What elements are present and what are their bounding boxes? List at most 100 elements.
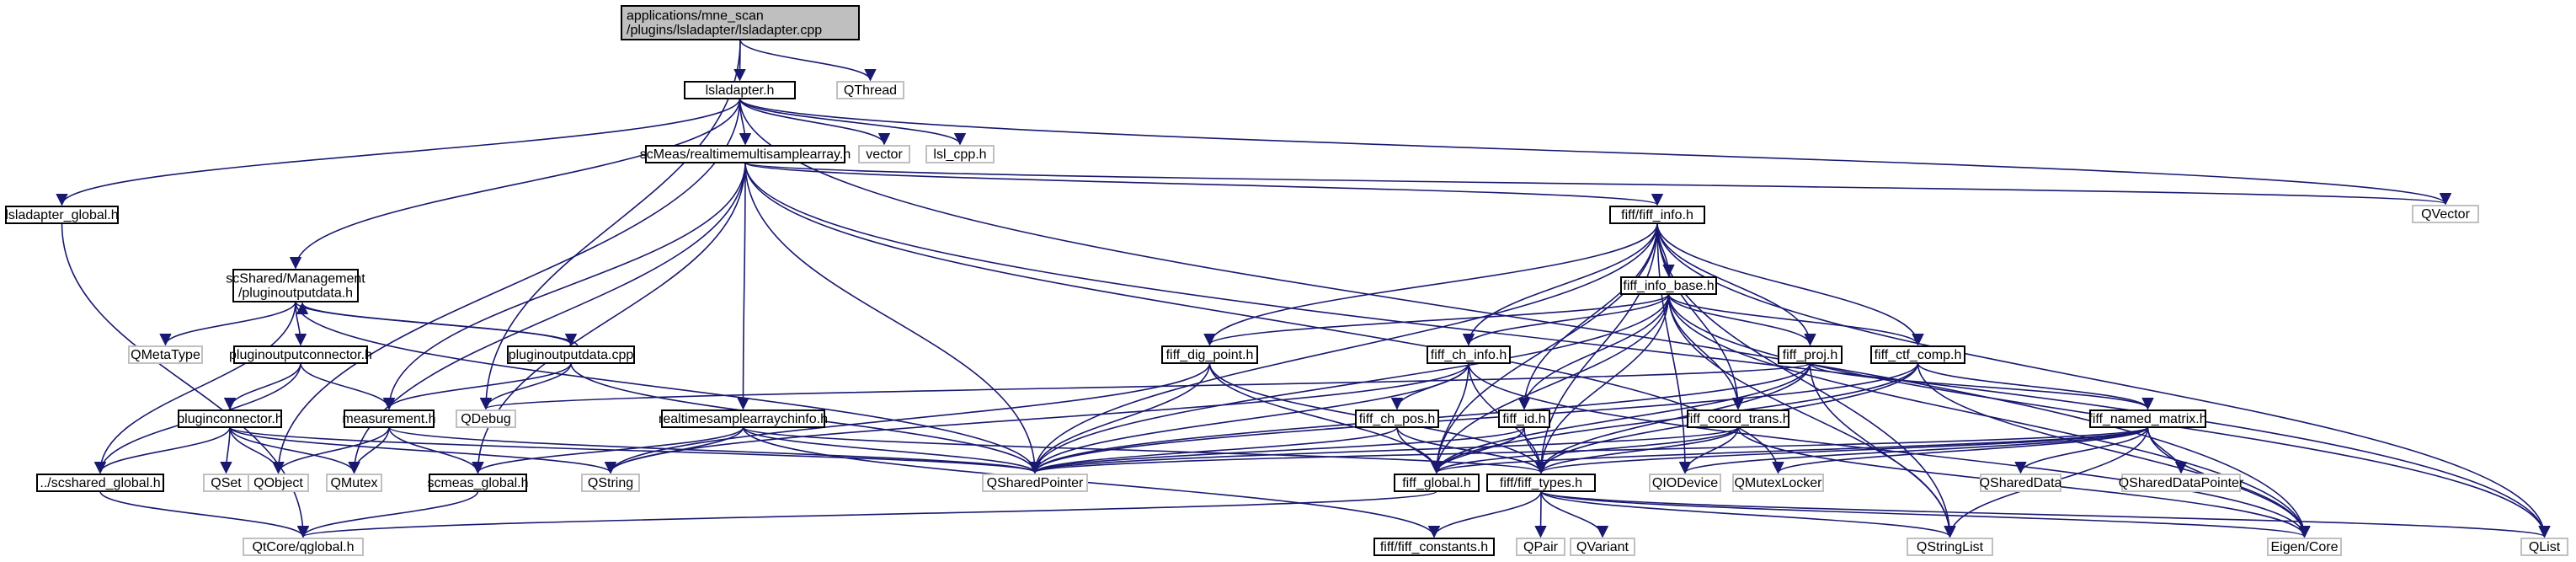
edge-scmeas-rtmsa-to-rtsa-chinfo xyxy=(737,162,749,410)
node-plugin-connector[interactable]: pluginconnector.h xyxy=(177,409,283,428)
node-label: QString xyxy=(588,476,633,490)
node-label: QVariant xyxy=(1576,540,1629,554)
node-qvariant: QVariant xyxy=(1570,538,1635,556)
edge-plugin-connector-to-qobject xyxy=(229,426,285,474)
node-fiff-ctf-comp[interactable]: fiff_ctf_comp.h xyxy=(1870,345,1965,364)
node-fiff-ch-pos[interactable]: fiff_ch_pos.h xyxy=(1355,409,1439,428)
node-fiff-proj[interactable]: fiff_proj.h xyxy=(1778,345,1843,364)
node-box xyxy=(1980,474,2061,492)
node-label: /plugins/lsladapter/lsladapter.cpp xyxy=(627,24,822,38)
node-box xyxy=(1620,276,1717,295)
node-box xyxy=(836,81,904,99)
node-label: vector xyxy=(866,147,903,162)
node-label: applications/mne_scan xyxy=(627,9,764,24)
edge-measurement-to-qmutex xyxy=(348,426,390,474)
node-fiff-coord-trans[interactable]: fiff_coord_trans.h xyxy=(1686,409,1790,428)
node-label: QSharedDataPointer xyxy=(2119,476,2244,490)
node-lsladapter-global[interactable]: lsladapter_global.h xyxy=(5,206,119,224)
node-label: fiff_coord_trans.h xyxy=(1686,412,1789,426)
node-vector: vector xyxy=(858,145,910,163)
node-box xyxy=(2267,538,2342,556)
edge-fiff-info-base-to-fiff-global xyxy=(1430,293,1670,474)
node-rtsa-chinfo[interactable]: realtimesamplearraychinfo.h xyxy=(659,409,828,428)
edge-fiff-proj-to-fiff-named-matrix xyxy=(1809,362,2154,410)
node-root[interactable]: applications/mne_scan/plugins/lsladapter… xyxy=(621,5,860,40)
edge-lsladapter-h-to-qobject xyxy=(272,98,741,474)
node-label: scMeas/realtimemultisamplearray.h xyxy=(640,147,851,162)
edge-measurement-to-qsharedpointer xyxy=(388,426,1041,474)
node-label: fiff/fiff_types.h xyxy=(1500,476,1582,490)
node-label: QVector xyxy=(2421,207,2470,222)
node-fiff-dig-point[interactable]: fiff_dig_point.h xyxy=(1161,345,1258,364)
edge-lsladapter-h-to-lsl-cpp xyxy=(739,98,967,146)
node-label: fiff_ctf_comp.h xyxy=(1875,348,1962,362)
node-qthread: QThread xyxy=(836,81,904,99)
node-qset: QSet xyxy=(203,474,249,492)
node-scmeas-rtmsa[interactable]: scMeas/realtimemultisamplearray.h xyxy=(640,145,851,163)
node-box xyxy=(5,206,119,224)
edge-fiff-proj-to-qstringlist xyxy=(1809,362,1956,538)
node-fiff-ch-info[interactable]: fiff_ch_info.h xyxy=(1427,345,1511,364)
edge-scmeas-rtmsa-to-fiff-info xyxy=(744,162,1663,206)
edge-fiff-info-to-fiff-ch-info xyxy=(1462,222,1658,346)
node-fiff-info[interactable]: fiff/fiff_info.h xyxy=(1609,206,1705,224)
node-label: QSharedPointer xyxy=(987,476,1084,490)
edge-fiff-named-matrix-to-qmutexlocker xyxy=(1772,426,2149,474)
node-box xyxy=(128,345,203,364)
node-label: fiff_info_base.h xyxy=(1623,279,1714,293)
node-label: ../scshared_global.h xyxy=(40,476,160,490)
edge-plugin-output-connector-to-measurement xyxy=(300,362,396,410)
node-measurement[interactable]: measurement.h xyxy=(342,409,436,428)
node-box xyxy=(1394,474,1480,492)
node-qtcore-qglobal: QtCore/qglobal.h xyxy=(243,538,364,556)
node-qmutex: QMutex xyxy=(326,474,382,492)
node-qpair: QPair xyxy=(1516,538,1565,556)
edge-fiff-types-to-qvariant xyxy=(1540,490,1609,538)
node-box xyxy=(1609,206,1705,224)
node-label: measurement.h xyxy=(342,412,435,426)
edge-plugin-output-data-cpp-to-plugin-output-data-h xyxy=(296,302,579,347)
edges-layer xyxy=(56,39,2551,538)
node-label: lsladapter.h xyxy=(706,83,775,98)
node-box xyxy=(661,409,825,428)
edge-fiff-info-to-qsharedpointer xyxy=(1028,222,1658,474)
node-label: pluginoutputconnector.h xyxy=(229,348,372,362)
node-box xyxy=(1498,409,1550,428)
node-fiff-types[interactable]: fiff/fiff_types.h xyxy=(1486,474,1596,492)
edge-fiff-ch-pos-to-qsharedpointer xyxy=(1029,426,1398,474)
node-fiff-global[interactable]: fiff_global.h xyxy=(1394,474,1480,492)
node-box xyxy=(248,474,309,492)
node-scmeas-global[interactable]: scmeas_global.h xyxy=(427,474,529,492)
node-plugin-output-data-h[interactable]: scShared/Management/pluginoutputdata.h xyxy=(226,269,365,302)
edge-fiff-ch-info-to-fiff-global xyxy=(1430,362,1469,474)
node-fiff-info-base[interactable]: fiff_info_base.h xyxy=(1620,276,1717,295)
edge-fiff-info-to-fiff-coord-trans xyxy=(1656,222,1745,410)
edge-fiff-named-matrix-to-fiff-global xyxy=(1431,426,2149,474)
node-fiff-constants[interactable]: fiff/fiff_constants.h xyxy=(1373,538,1495,556)
node-label: QMetaType xyxy=(131,348,200,362)
node-box xyxy=(1516,538,1565,556)
node-fiff-id[interactable]: fiff_id.h xyxy=(1498,409,1550,428)
node-box xyxy=(1687,409,1789,428)
edge-fiff-info-base-to-qsharedpointer xyxy=(1028,293,1670,474)
edge-fiff-ctf-comp-to-fiff-named-matrix xyxy=(1917,362,2154,410)
node-lsl-cpp: lsl_cpp.h xyxy=(925,145,995,163)
node-label: fiff_ch_info.h xyxy=(1431,348,1507,362)
node-eigen-core: Eigen/Core xyxy=(2267,538,2342,556)
node-scshared-global[interactable]: ../scshared_global.h xyxy=(36,474,164,492)
node-box xyxy=(2520,538,2568,556)
edge-plugin-connector-to-qsharedpointer xyxy=(229,426,1041,474)
node-lsladapter-h[interactable]: lsladapter.h xyxy=(684,81,796,99)
node-box xyxy=(36,474,164,492)
node-qshareddatapointer: QSharedDataPointer xyxy=(2119,474,2244,492)
node-qiodevice: QIODevice xyxy=(1649,474,1721,492)
node-plugin-output-data-cpp[interactable]: pluginoutputdata.cpp xyxy=(507,345,635,364)
edge-fiff-types-to-eigen-core xyxy=(1540,490,2311,538)
edge-plugin-connector-to-qstring xyxy=(229,426,616,474)
node-fiff-named-matrix[interactable]: fiff_named_matrix.h xyxy=(2088,409,2207,428)
node-plugin-output-connector[interactable]: pluginoutputconnector.h xyxy=(229,345,372,364)
node-box xyxy=(1907,538,1993,556)
edge-root-to-qdebug xyxy=(479,39,741,410)
edge-fiff-id-to-qsharedpointer xyxy=(1029,426,1525,474)
edge-rtsa-chinfo-to-fiff-types xyxy=(742,426,1547,474)
